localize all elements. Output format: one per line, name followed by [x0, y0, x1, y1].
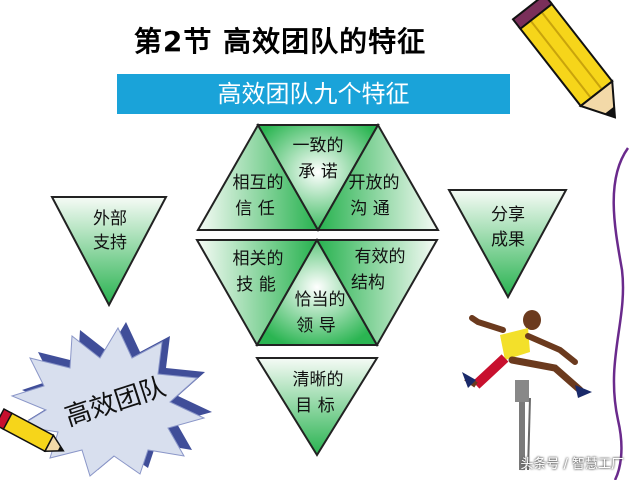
label-structure-2: 结构 [351, 273, 385, 293]
label-trust-1: 相互的 [233, 173, 284, 193]
triangle-clear-goal [255, 357, 379, 457]
banner-title: 高效团队九个特征 [117, 74, 510, 114]
label-trust-2: 信 任 [235, 199, 274, 219]
label-goal-2: 目 标 [295, 396, 334, 416]
label-skills-2: 技 能 [236, 275, 275, 295]
pencil-icon [511, 0, 617, 119]
label-leader-1: 恰当的 [295, 290, 346, 310]
label-structure-1: 有效的 [355, 247, 406, 267]
label-commit-2: 承 诺 [298, 162, 337, 182]
triangle-effective-structure [315, 239, 439, 348]
small-pencil-icon [0, 408, 65, 453]
label-share-1: 分享 [491, 205, 525, 225]
scribble-line [612, 147, 630, 480]
triangle-open-communication [316, 122, 440, 231]
label-open-2: 沟 通 [350, 199, 389, 219]
label-share-2: 成果 [491, 230, 525, 250]
label-skills-1: 相关的 [233, 249, 284, 269]
starburst-badge [10, 322, 212, 477]
label-open-1: 开放的 [349, 173, 400, 193]
label-external-1: 外部 [93, 209, 127, 229]
watermark: 头条号 / 智慧工厂 [520, 457, 624, 472]
page-title: 第2节 高效团队的特征 [133, 25, 427, 58]
label-goal-1: 清晰的 [293, 370, 344, 390]
label-external-2: 支持 [93, 233, 127, 253]
hurdler-figure [462, 310, 592, 471]
triangle-external-support [50, 196, 168, 308]
triangle-share-results [447, 189, 568, 300]
label-leader-2: 领 导 [296, 316, 335, 336]
label-commit-1: 一致的 [293, 136, 344, 156]
